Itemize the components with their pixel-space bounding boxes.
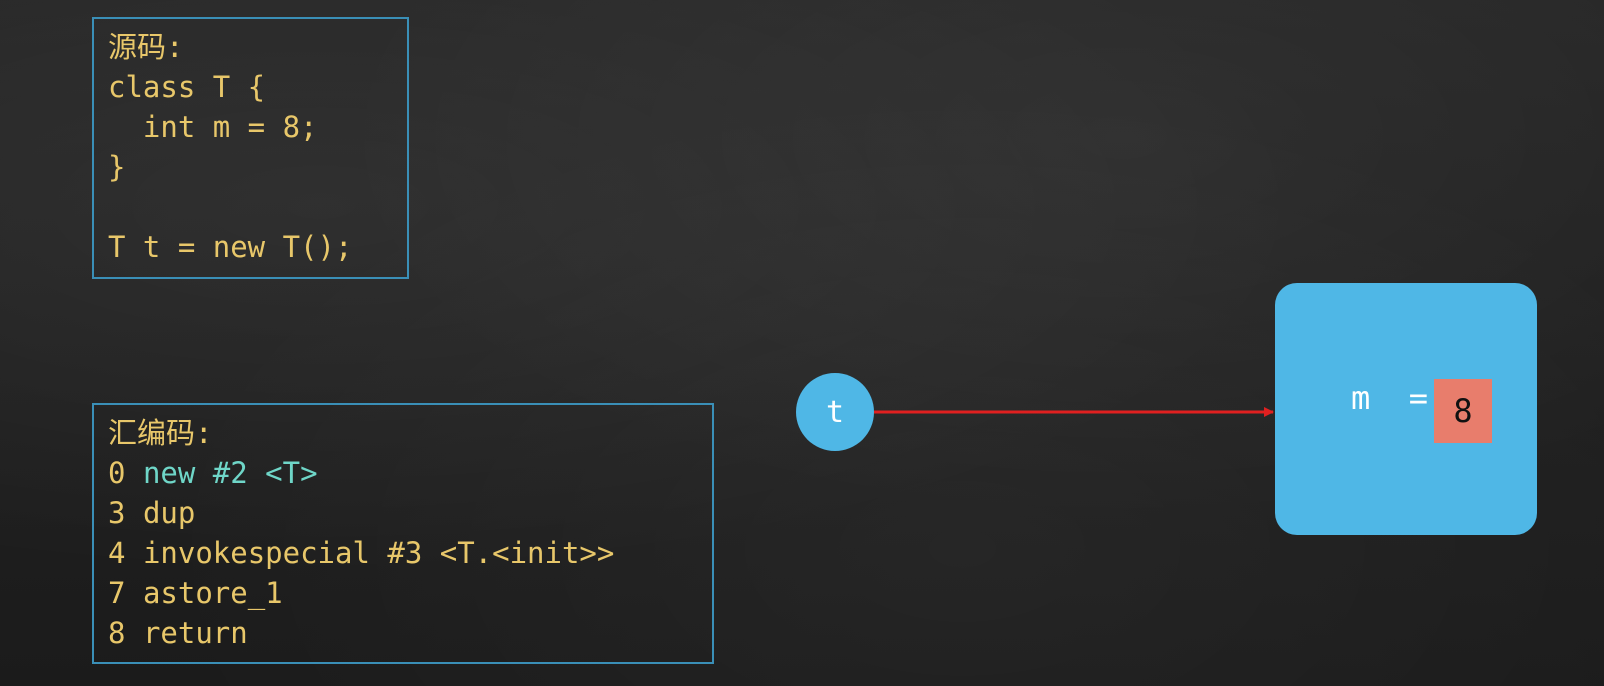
instruction: astore_1 xyxy=(142,576,283,610)
source-code-box: 源码: class T { int m = 8; } T t = new T()… xyxy=(92,17,409,279)
reference-label: t xyxy=(825,394,845,430)
assembly-line: 0 new #2 <T> xyxy=(108,453,698,493)
assembly-title: 汇编码: xyxy=(108,416,213,450)
assembly-line: 3 dup xyxy=(108,493,698,533)
source-line: class T { xyxy=(108,70,266,104)
assembly-line: 7 astore_1 xyxy=(108,573,698,613)
assembly-line: 4 invokespecial #3 <T.<init>> xyxy=(108,533,698,573)
line-number: 8 xyxy=(108,616,126,650)
instruction: new #2 <T> xyxy=(142,456,318,490)
field-value: 8 xyxy=(1453,392,1473,430)
source-title: 源码: xyxy=(108,30,184,64)
line-number: 3 xyxy=(108,496,126,530)
line-number: 7 xyxy=(108,576,126,610)
reference-variable-circle: t xyxy=(796,373,874,451)
source-line xyxy=(108,187,393,227)
instruction: return xyxy=(142,616,248,650)
heap-object-box: m = 8 xyxy=(1275,283,1537,535)
source-line: } xyxy=(108,150,126,184)
instruction: dup xyxy=(142,496,196,530)
source-line: int m = 8; xyxy=(108,110,318,144)
assembly-code-box: 汇编码: 0 new #2 <T> 3 dup 4 invokespecial … xyxy=(92,403,714,664)
line-number: 4 xyxy=(108,536,126,570)
field-value-box: 8 xyxy=(1434,379,1492,443)
field-label: m = xyxy=(1351,379,1429,417)
instruction: invokespecial #3 <T.<init>> xyxy=(142,536,615,570)
source-line: T t = new T(); xyxy=(108,230,353,264)
line-number: 0 xyxy=(108,456,126,490)
assembly-line: 8 return xyxy=(108,613,698,653)
